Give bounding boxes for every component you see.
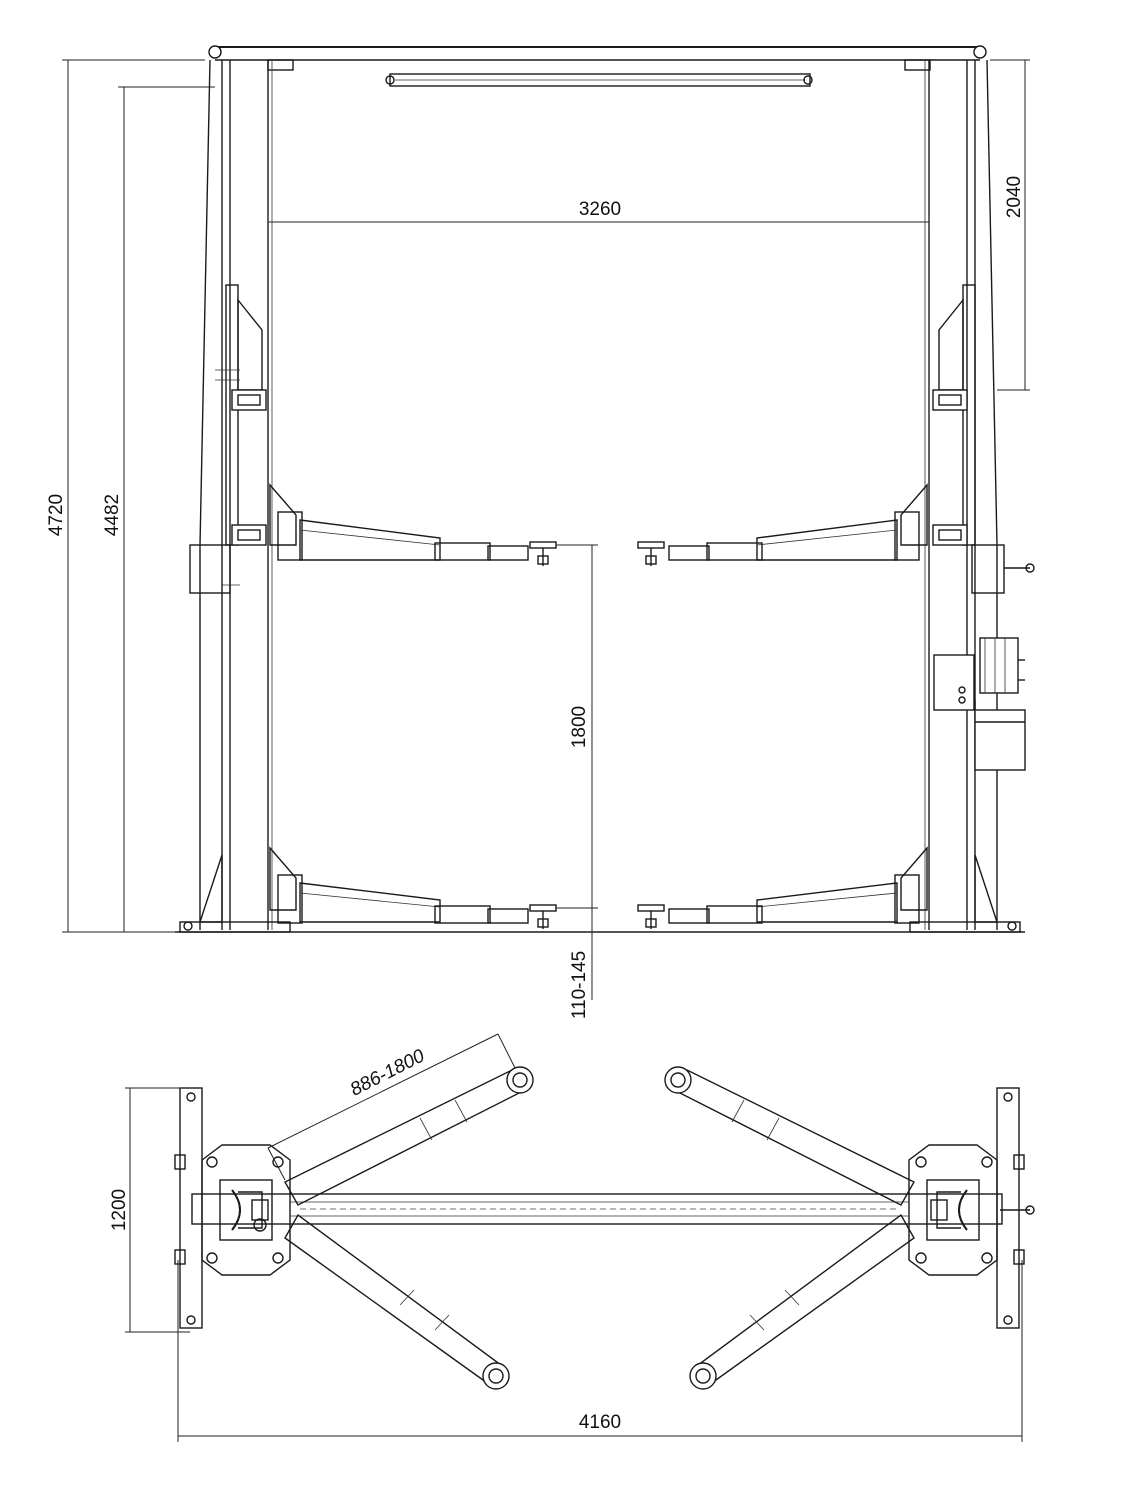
plan-arm-upper-left xyxy=(284,1066,534,1206)
dim-min-pad-height: 110-145 xyxy=(569,951,590,1019)
dim-total-height: 4720 xyxy=(46,494,67,536)
dim-lift-height: 1800 xyxy=(569,706,590,748)
dim-base-depth: 1200 xyxy=(109,1189,130,1231)
front-elevation xyxy=(175,45,1035,933)
front-dimensions: 4720 4482 3260 2040 1800 110-145 xyxy=(46,59,1030,1019)
right-arm-lowered xyxy=(637,846,928,929)
left-base-plate xyxy=(174,1087,291,1329)
left-post xyxy=(179,59,291,933)
right-arm-raised xyxy=(637,483,928,566)
left-arm-lowered xyxy=(269,846,557,929)
plan-arm-lower-left xyxy=(284,1213,510,1390)
power-unit xyxy=(933,637,1026,771)
right-base-plate xyxy=(908,1087,1035,1329)
dim-overhead-clearance: 2040 xyxy=(1004,176,1025,218)
dim-inner-width: 3260 xyxy=(579,199,621,220)
plan-arm-lower-right xyxy=(689,1213,915,1390)
dim-overall-width: 4160 xyxy=(579,1412,621,1433)
center-beam xyxy=(191,1193,1003,1225)
plan-view xyxy=(174,1066,1035,1390)
dim-arm-reach: 886-1800 xyxy=(347,1045,428,1100)
plan-arm-upper-right xyxy=(664,1066,915,1206)
dim-post-height: 4482 xyxy=(102,494,123,536)
top-crossbeam xyxy=(208,45,987,87)
left-arm-raised xyxy=(269,483,557,566)
